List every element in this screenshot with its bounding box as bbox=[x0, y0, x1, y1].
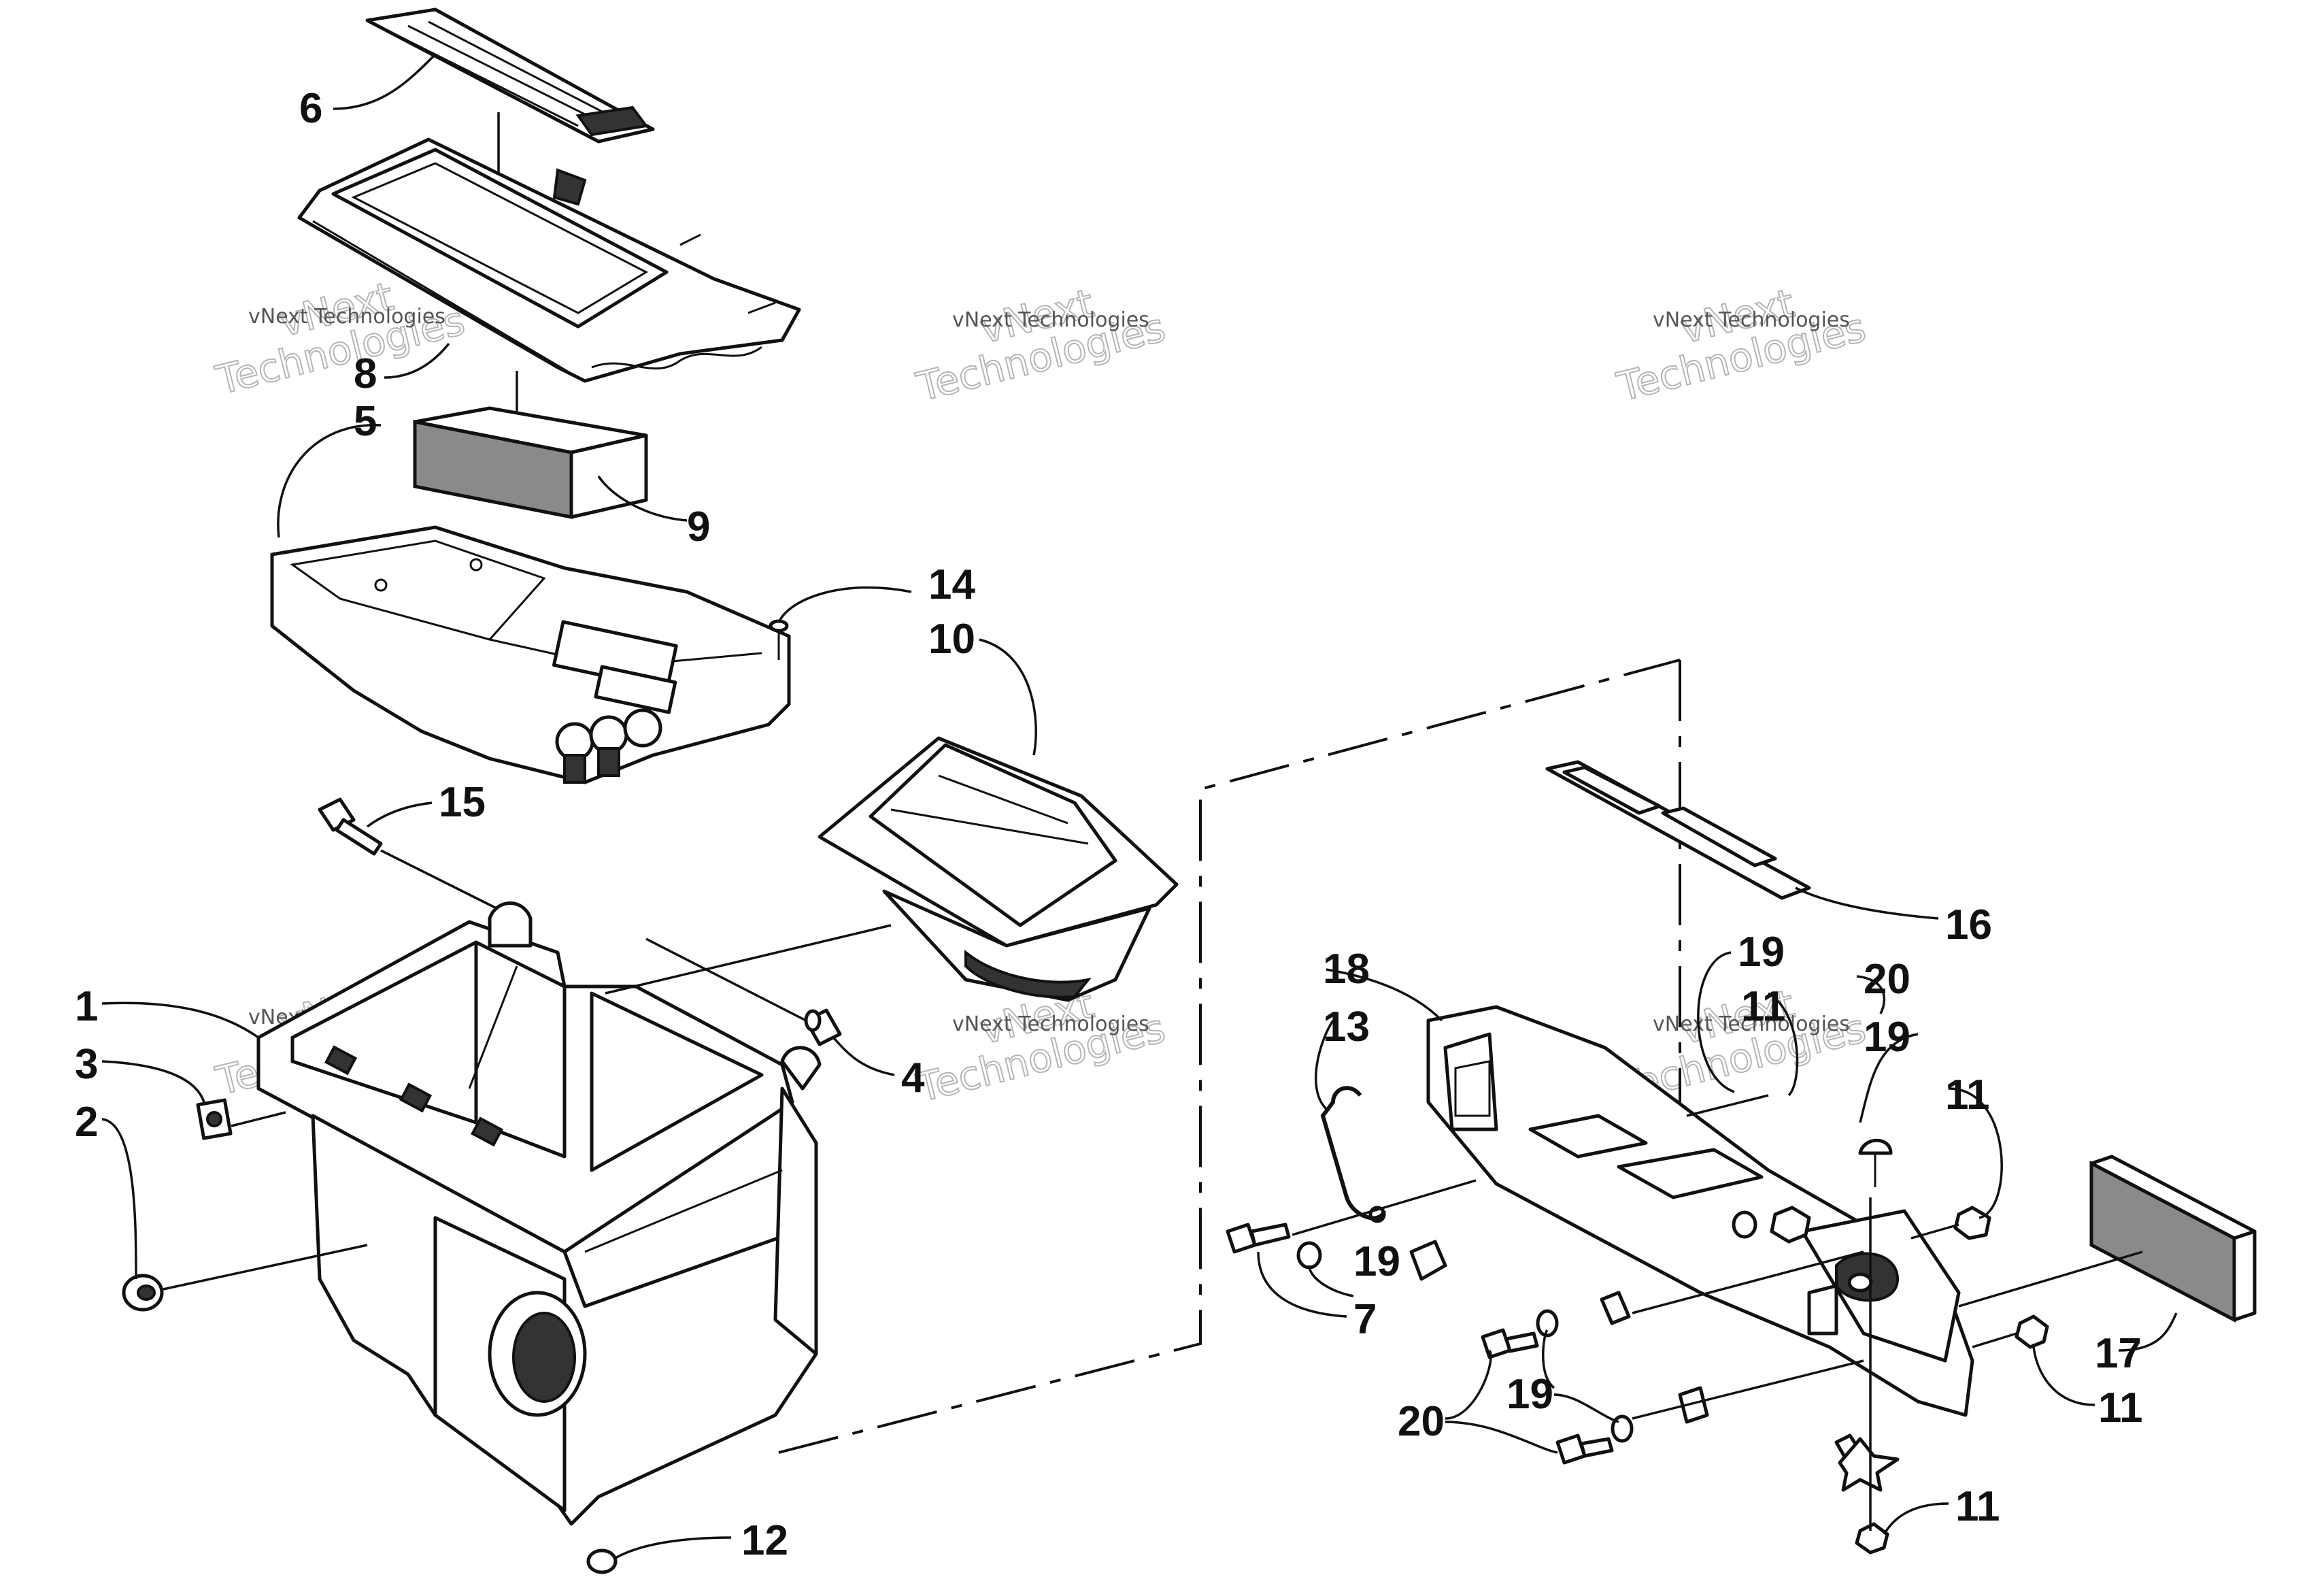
assembly-line bbox=[1292, 1179, 1477, 1236]
part-12-plug bbox=[586, 1548, 618, 1574]
watermark-text: vNext Technologies bbox=[952, 308, 1149, 332]
assembly-line bbox=[1632, 1250, 1864, 1314]
callout-18: 18 bbox=[1323, 946, 1370, 993]
part-17-foam bbox=[2089, 1155, 2257, 1323]
callout-19: 19 bbox=[1353, 1238, 1400, 1285]
assembly-line bbox=[380, 849, 504, 913]
part-10-intake-silencer bbox=[818, 736, 1179, 1002]
callout-11: 11 bbox=[1741, 983, 1786, 1030]
watermark-text: vNext Technologies bbox=[248, 305, 445, 329]
assembly-line bbox=[1686, 1094, 1769, 1117]
callout-19: 19 bbox=[1506, 1371, 1553, 1418]
callout-4: 4 bbox=[901, 1055, 925, 1101]
callout-13: 13 bbox=[1323, 1004, 1370, 1050]
callout-8: 8 bbox=[354, 350, 377, 397]
assembly-line bbox=[1972, 1332, 2017, 1348]
part-3-label bbox=[196, 1098, 233, 1140]
assembly-line bbox=[1910, 1223, 1959, 1240]
watermark-text: vNext Technologies bbox=[1653, 1012, 1850, 1036]
watermark: vNext Technologies bbox=[1612, 279, 1871, 411]
callout-15: 15 bbox=[439, 779, 486, 826]
callout-20: 20 bbox=[1398, 1398, 1445, 1445]
leader-lines bbox=[101, 53, 2178, 1559]
callout-20: 20 bbox=[1864, 956, 1910, 1003]
assembly-line bbox=[231, 1111, 286, 1127]
callout-11: 11 bbox=[1945, 1072, 1990, 1118]
callout-11: 11 bbox=[1955, 1483, 2000, 1530]
part-15-bolt bbox=[318, 797, 383, 856]
callout-16: 16 bbox=[1945, 901, 1992, 948]
assembly-line bbox=[645, 938, 807, 1022]
callout-9: 9 bbox=[687, 503, 710, 550]
callout-19: 19 bbox=[1738, 929, 1785, 976]
callout-labels: 6 8 5 9 14 10 15 1 3 2 4 12 18 13 16 19 … bbox=[75, 85, 2143, 1564]
part-16-gasket bbox=[1545, 760, 1811, 900]
assembly-line bbox=[1632, 1359, 1864, 1420]
assembly-line bbox=[1958, 1250, 2143, 1308]
part-8-airbox-lid bbox=[297, 137, 801, 383]
part-2-grommet bbox=[122, 1274, 164, 1312]
part-1-airbox-housing bbox=[256, 901, 822, 1526]
part-18-intake-duct bbox=[1426, 1005, 1974, 1417]
callout-5: 5 bbox=[354, 398, 377, 445]
callout-14: 14 bbox=[928, 561, 975, 608]
watermark-text: vNext Technologies bbox=[952, 1012, 1149, 1036]
assembly-line bbox=[163, 1244, 368, 1291]
hardware-group bbox=[1226, 1138, 2049, 1555]
callout-7: 7 bbox=[1353, 1296, 1377, 1343]
assembly-dashed-line bbox=[778, 659, 1681, 1454]
callout-12: 12 bbox=[741, 1517, 788, 1564]
callout-3: 3 bbox=[75, 1041, 98, 1088]
callout-6: 6 bbox=[299, 85, 322, 132]
callout-10: 10 bbox=[928, 616, 975, 663]
watermark: vNext Technologies bbox=[911, 279, 1171, 411]
callout-19: 19 bbox=[1864, 1014, 1910, 1061]
callout-17: 17 bbox=[2095, 1330, 2142, 1377]
callout-11: 11 bbox=[2098, 1384, 2143, 1431]
part-13-clip bbox=[1320, 1086, 1386, 1223]
part-6-decal bbox=[365, 7, 655, 144]
part-5-airbox-base bbox=[270, 525, 791, 784]
callout-2: 2 bbox=[75, 1099, 98, 1146]
callout-1: 1 bbox=[75, 983, 98, 1030]
assembly-line bbox=[605, 924, 892, 995]
part-9-filter bbox=[413, 406, 648, 520]
watermark-text: vNext Technologies bbox=[1653, 308, 1850, 332]
